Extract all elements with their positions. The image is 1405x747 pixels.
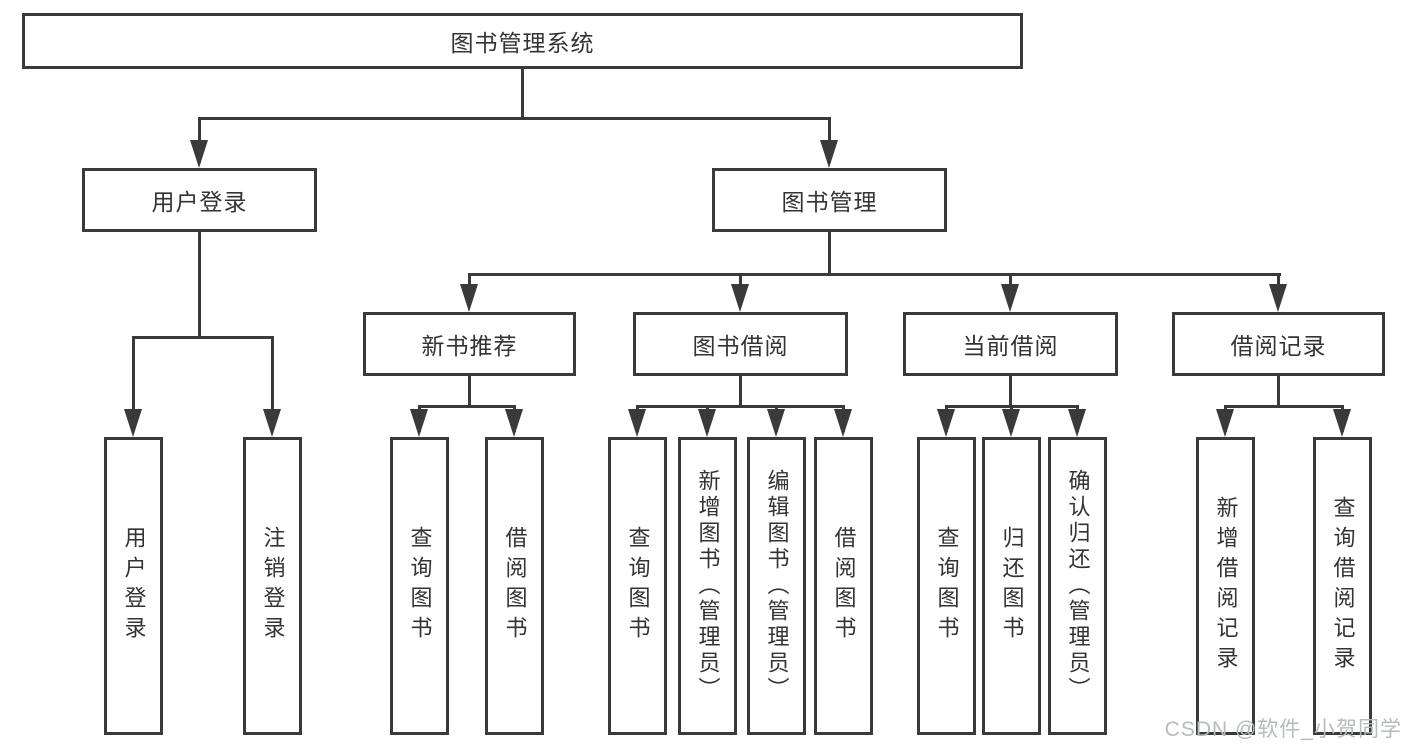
arrowhead	[767, 409, 785, 437]
leaf-current-query-books: 查询图书	[917, 437, 976, 735]
connector-line	[469, 273, 1281, 276]
connector-line	[132, 336, 274, 339]
arrowhead	[263, 409, 281, 437]
leaf-logout: 注销登录	[243, 437, 302, 735]
leaf-recommend-borrow-books: 借阅图书	[485, 437, 544, 735]
node-borrowing-records: 借阅记录	[1172, 312, 1385, 376]
connector-line	[198, 117, 831, 120]
leaf-borrowing-add-books-admin: 新增图书（管理员）	[678, 437, 737, 735]
leaf-records-query-record: 查询借阅记录	[1313, 437, 1372, 735]
connector-line	[1009, 376, 1012, 405]
arrowhead	[1001, 284, 1019, 312]
arrowhead	[1068, 409, 1086, 437]
watermark: CSDN @软件_小贺同学	[1164, 718, 1402, 741]
connector-line	[132, 336, 135, 430]
connector-line	[1277, 376, 1280, 405]
node-user-login: 用户登录	[82, 168, 317, 232]
connector-line	[636, 405, 845, 408]
arrowhead	[628, 409, 646, 437]
connector-line	[1224, 405, 1344, 408]
node-current-borrowing: 当前借阅	[903, 312, 1118, 376]
arrowhead	[731, 284, 749, 312]
arrowhead	[1333, 409, 1351, 437]
arrowhead	[410, 409, 428, 437]
leaf-borrowing-query-books: 查询图书	[608, 437, 667, 735]
connector-line	[468, 376, 471, 405]
leaf-borrowing-edit-books-admin: 编辑图书（管理员）	[747, 437, 806, 735]
leaf-borrowing-borrow-books: 借阅图书	[814, 437, 873, 735]
arrowhead	[698, 409, 716, 437]
node-new-book-recommend: 新书推荐	[363, 312, 576, 376]
leaf-current-return-books: 归还图书	[982, 437, 1041, 735]
connector-line	[198, 232, 201, 336]
connector-line	[828, 232, 831, 273]
connector-line	[271, 336, 274, 430]
leaf-records-add-record: 新增借阅记录	[1196, 437, 1255, 735]
leaf-recommend-query-books: 查询图书	[390, 437, 449, 735]
arrowhead	[1269, 284, 1287, 312]
connector-line	[418, 405, 516, 408]
node-book-management: 图书管理	[712, 168, 947, 232]
leaf-user-login: 用户登录	[104, 437, 163, 735]
arrowhead	[460, 284, 478, 312]
arrowhead	[937, 409, 955, 437]
arrowhead	[124, 409, 142, 437]
connector-line	[521, 69, 524, 117]
node-book-borrowing: 图书借阅	[633, 312, 848, 376]
arrowhead	[1002, 409, 1020, 437]
arrowhead	[190, 140, 208, 168]
leaf-current-confirm-return-admin: 确认归还（管理员）	[1048, 437, 1107, 735]
arrowhead	[834, 409, 852, 437]
arrowhead	[820, 140, 838, 168]
node-root: 图书管理系统	[22, 13, 1023, 69]
arrowhead	[505, 409, 523, 437]
connector-line	[739, 376, 742, 405]
arrowhead	[1216, 409, 1234, 437]
